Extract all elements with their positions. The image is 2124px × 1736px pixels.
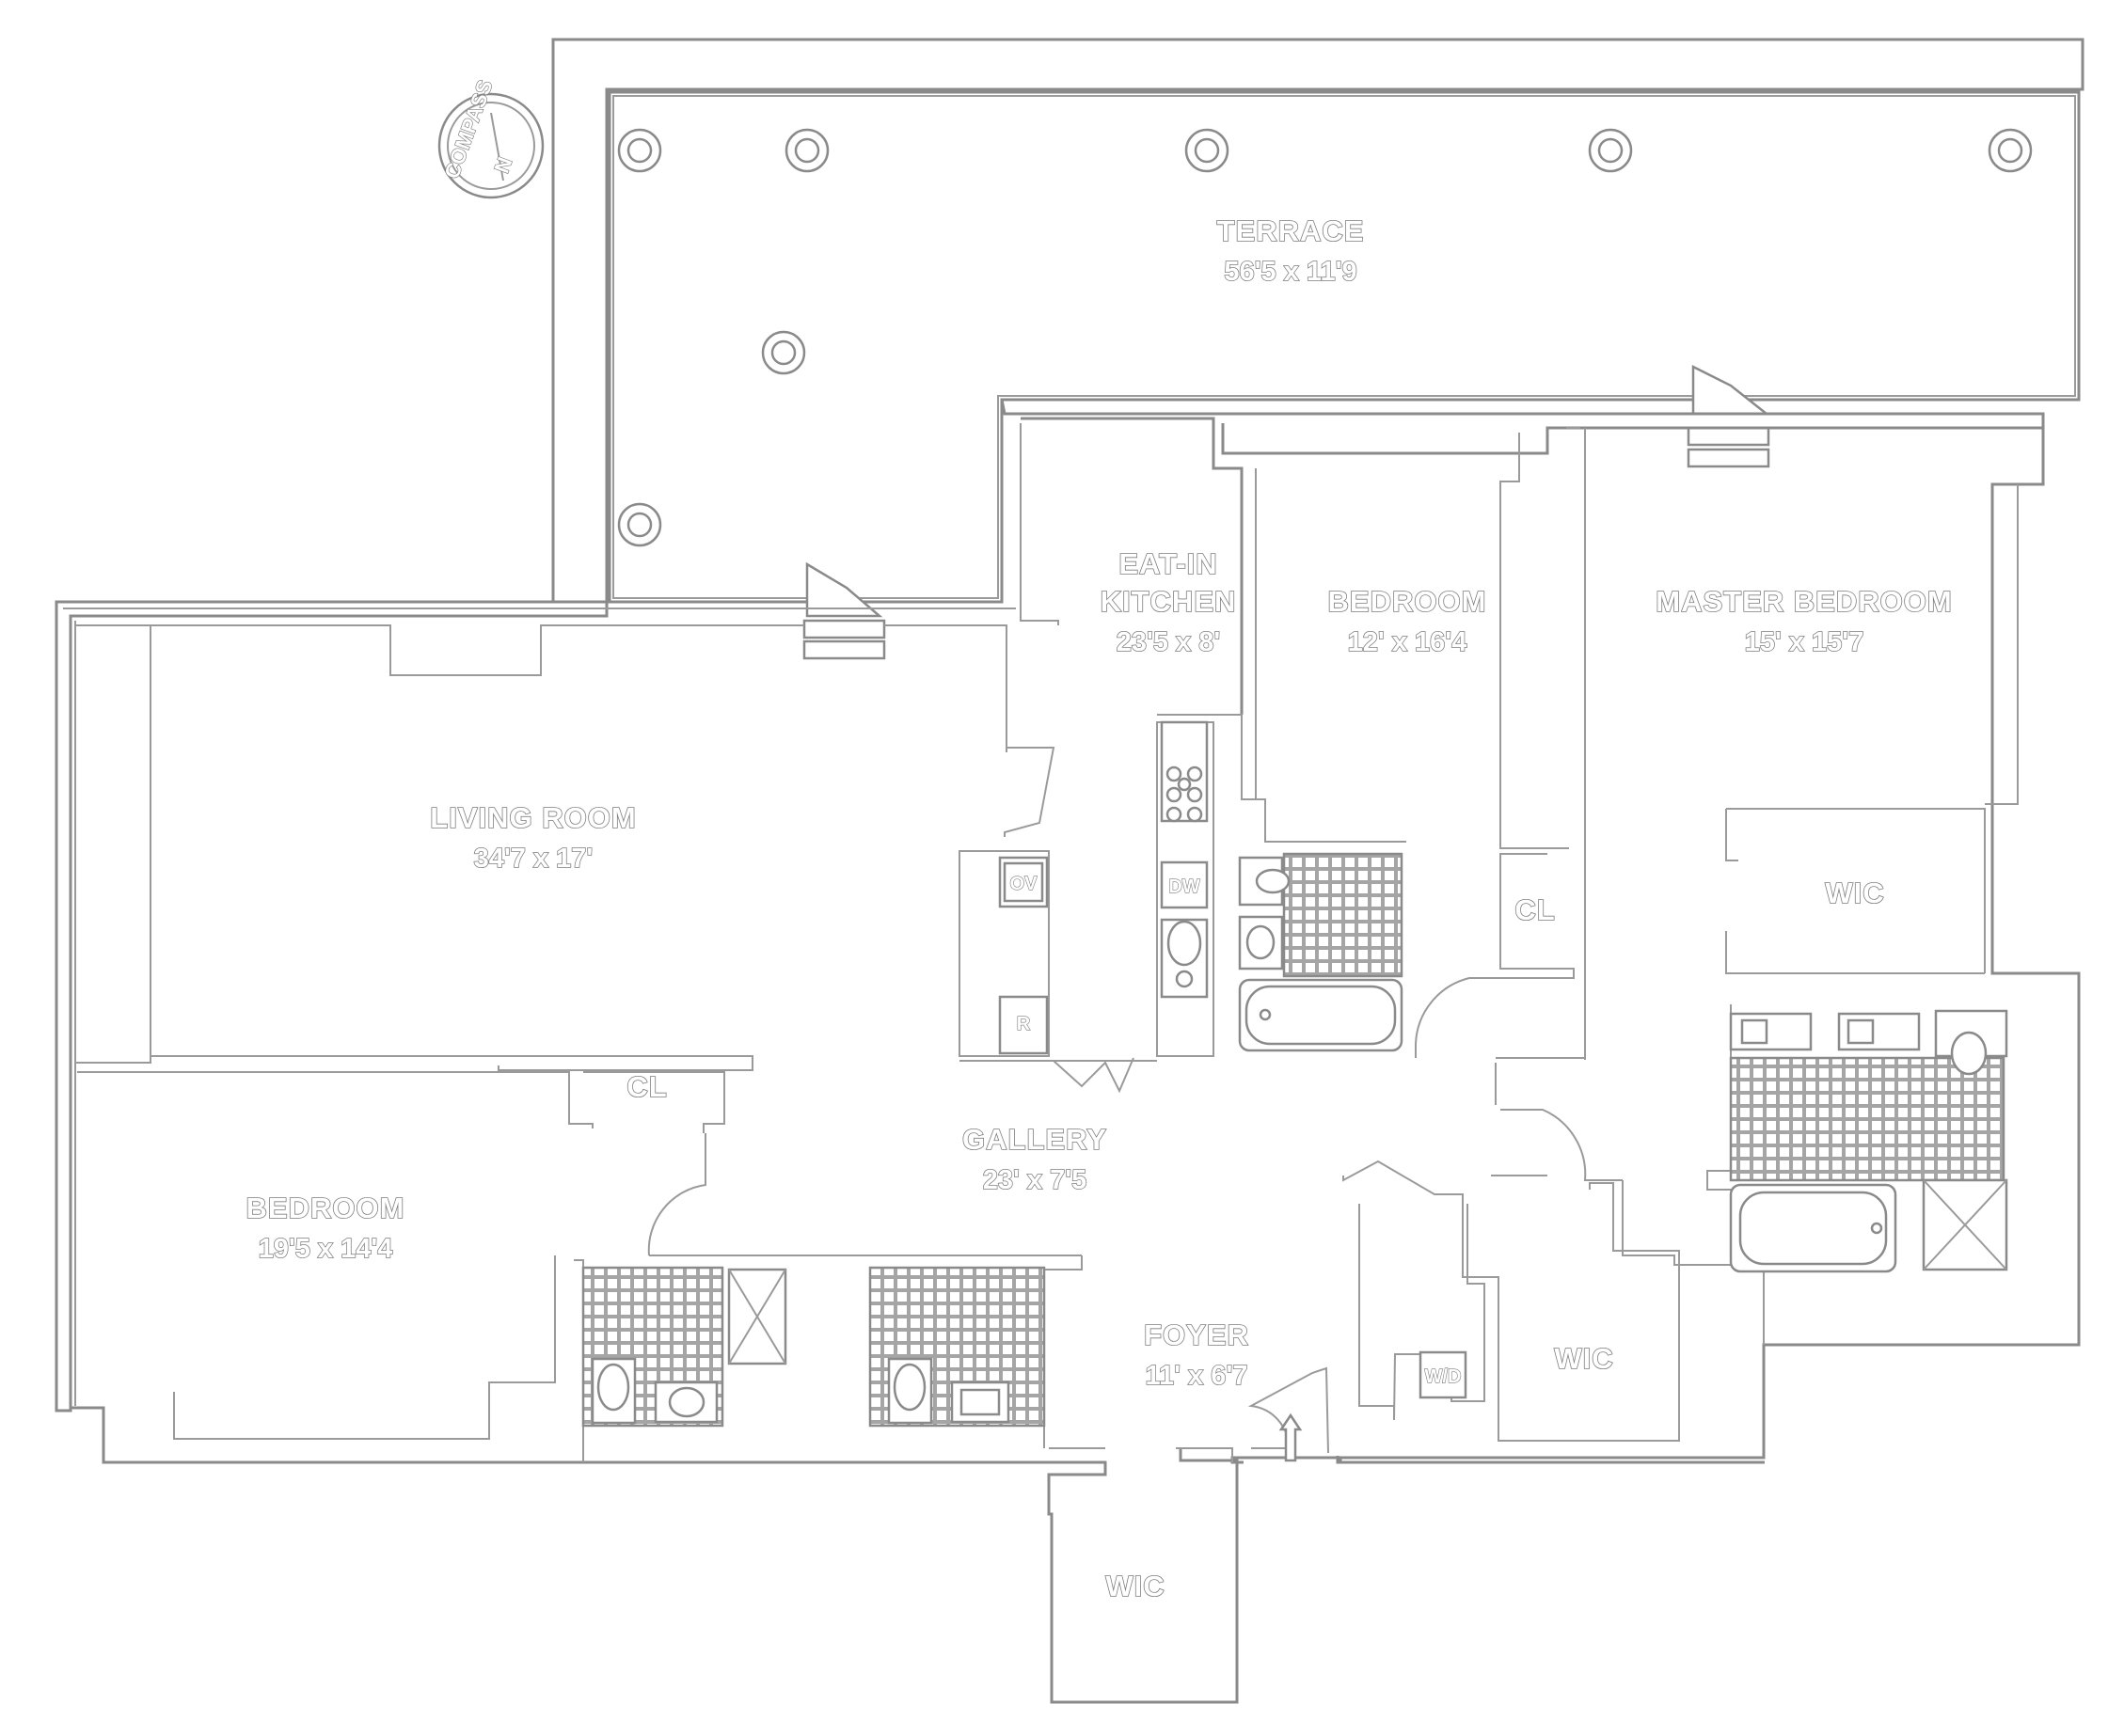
washer-dryer-icon: [1419, 1350, 1467, 1399]
planter-icon: [761, 330, 806, 375]
living-room-dims: 34'7 x 17': [474, 844, 594, 874]
bathroom-master: [1729, 1009, 2008, 1273]
dishwasher-icon: [1160, 860, 1209, 909]
refrigerator-icon: [998, 995, 1049, 1055]
planter-icon: [1988, 128, 2033, 173]
terrace-tile-floor: [608, 90, 2081, 604]
foyer-name: FOYER: [1144, 1318, 1249, 1351]
terrace-name: TERRACE: [1217, 214, 1365, 247]
living-room-name: LIVING ROOM: [430, 801, 636, 834]
planter-icon: [1588, 128, 1633, 173]
bedroom1-name: BEDROOM: [246, 1192, 405, 1224]
terrace-dims: 56'5 x 11'9: [1224, 257, 1356, 287]
compass-icon: COMPASS N: [437, 76, 545, 199]
terrace-parapet: [551, 38, 2084, 604]
kitchen-name-line2: KITCHEN: [1101, 585, 1237, 618]
bedroom2-dims: 12' x 16'4: [1348, 627, 1467, 657]
master-bedroom-name: MASTER BEDROOM: [1656, 585, 1952, 618]
planter-icon: [617, 128, 662, 173]
planter-icon: [785, 128, 830, 173]
bedroom2-name: BEDROOM: [1328, 585, 1487, 618]
gallery-dims: 23' x 7'5: [983, 1165, 1087, 1195]
refrigerator-label: R: [1017, 1014, 1031, 1034]
bathroom-bedroom1: [581, 1266, 787, 1428]
closet-label-bedroom1: CL: [626, 1070, 667, 1103]
bathroom-bedroom2: [1238, 852, 1403, 1052]
terrace-door-left: [802, 561, 886, 660]
dishwasher-label: DW: [1168, 876, 1199, 897]
wic-label-master: WIC: [1825, 876, 1884, 909]
washer-dryer-label: W/D: [1425, 1366, 1462, 1387]
master-bedroom-dims: 15' x 15'7: [1745, 627, 1864, 657]
terrace-inner-edge: [612, 95, 2076, 599]
oven-label: OV: [1010, 874, 1038, 894]
bedroom1-dims: 19'5 x 14'4: [259, 1234, 393, 1264]
wic-label-laundry: WIC: [1554, 1342, 1613, 1375]
terrace: TERRACE 56'5 x 11'9: [551, 38, 2084, 604]
wic-label-foyer: WIC: [1105, 1570, 1165, 1602]
foyer-dims: 11' x 6'7: [1146, 1361, 1248, 1391]
closet-label-bedroom2: CL: [1514, 893, 1555, 926]
planter-icon: [617, 502, 662, 547]
planter-icon: [1184, 128, 1229, 173]
terrace-door-right: [1687, 364, 1770, 468]
kitchen-dims: 23'5 x 8': [1117, 627, 1221, 657]
apartment-walls: [55, 399, 2081, 1704]
kitchen-appliances: DW OV R: [998, 720, 1209, 1055]
gallery-name: GALLERY: [962, 1123, 1107, 1156]
bathroom-hall: [868, 1266, 1046, 1428]
entry-arrow-icon: [1278, 1412, 1303, 1462]
kitchen-name-line1: EAT-IN: [1118, 547, 1217, 580]
laundry: W/D: [1419, 1350, 1467, 1399]
